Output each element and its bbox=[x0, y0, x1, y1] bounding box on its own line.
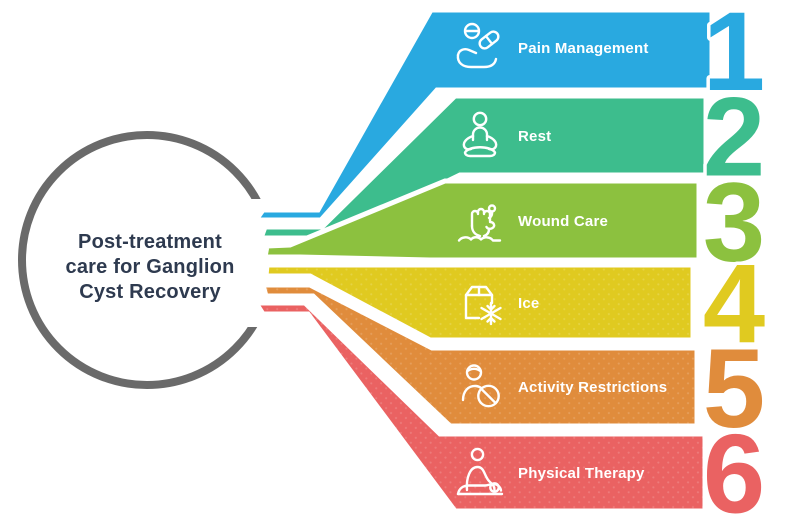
title-line-1: Post-treatment bbox=[78, 231, 222, 253]
step-label-6: Physical Therapy bbox=[518, 465, 645, 482]
step-label-3: Wound Care bbox=[518, 213, 608, 230]
step-number-2: 2 bbox=[703, 75, 765, 200]
ice-box-with-snowflake-icon bbox=[464, 285, 502, 326]
fist-from-ground-icon bbox=[457, 204, 502, 242]
meditating-person-icon bbox=[462, 111, 498, 158]
step-band-1 bbox=[251, 7, 715, 223]
title-line-3: Cyst Recovery bbox=[79, 281, 221, 303]
step-number-4: 4 bbox=[703, 242, 765, 367]
person-with-prohibition-sign-icon bbox=[461, 364, 500, 408]
step-band-2 bbox=[257, 93, 709, 241]
step-label-5: Activity Restrictions bbox=[518, 379, 667, 396]
step-band-3 bbox=[262, 178, 702, 263]
step-label-2: Rest bbox=[518, 128, 551, 145]
step-number-1: 1 bbox=[703, 0, 765, 114]
step-number-3: 3 bbox=[703, 160, 765, 285]
title-line-2: care for Ganglion bbox=[66, 256, 235, 278]
step-number-5: 5 bbox=[703, 326, 765, 451]
hand-with-pills-icon bbox=[456, 22, 500, 69]
step-label-4: Ice bbox=[518, 295, 539, 312]
step-label-1: Pain Management bbox=[518, 40, 649, 57]
step-number-6: 6 bbox=[703, 412, 765, 518]
massage-person-icon bbox=[456, 447, 504, 496]
